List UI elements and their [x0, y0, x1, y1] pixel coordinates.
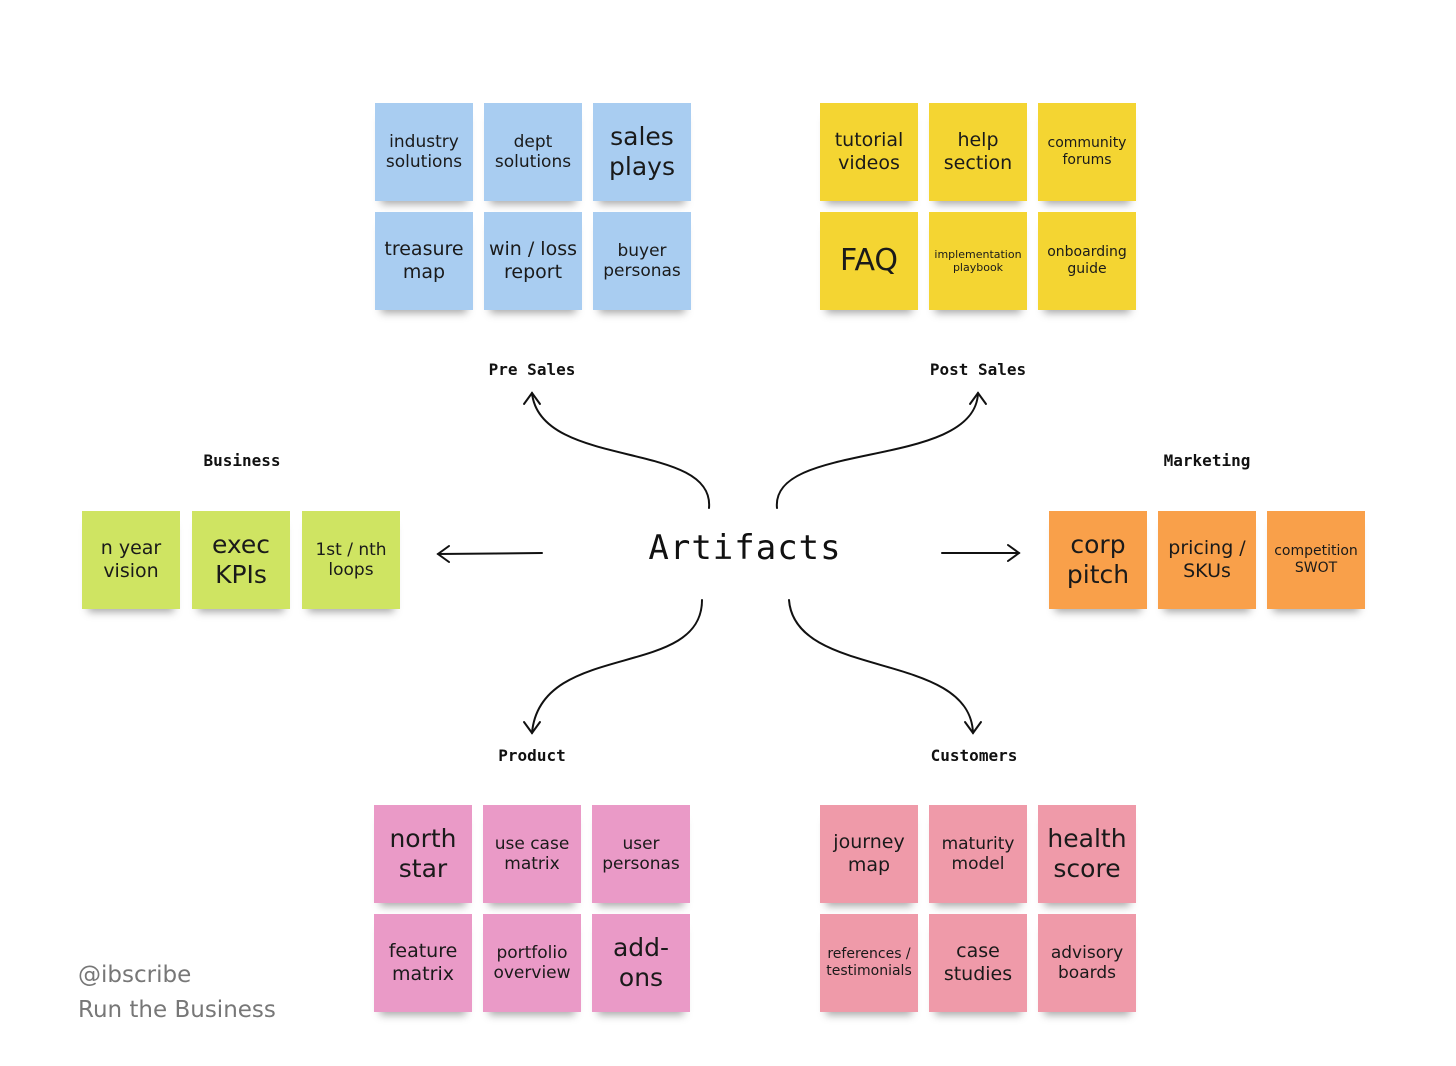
sticky-note: portfolio overview	[483, 914, 581, 1012]
label-product: Product	[498, 746, 566, 765]
arrowhead-business	[436, 545, 450, 563]
arrow-to-customers	[788, 599, 974, 734]
label-pre-sales: Pre Sales	[488, 360, 576, 379]
sticky-note: competition SWOT	[1267, 511, 1365, 609]
sticky-note: case studies	[929, 914, 1027, 1012]
arrow-to-pre-sales	[531, 392, 711, 509]
sticky-note: corp pitch	[1049, 511, 1147, 609]
label-business: Business	[203, 451, 281, 470]
sticky-note: community forums	[1038, 103, 1136, 201]
sticky-note: FAQ	[820, 212, 918, 310]
sticky-note: industry solutions	[375, 103, 473, 201]
arrowhead-product	[523, 721, 541, 735]
sticky-note: references / testimonials	[820, 914, 918, 1012]
sticky-note: pricing / SKUs	[1158, 511, 1256, 609]
arrow-to-product	[531, 599, 703, 734]
sticky-note: n year vision	[82, 511, 180, 609]
arrowhead-customers	[964, 721, 982, 735]
sticky-note: treasure map	[375, 212, 473, 310]
center-title: Artifacts	[648, 528, 842, 568]
sticky-note: user personas	[592, 805, 690, 903]
sticky-note: tutorial videos	[820, 103, 918, 201]
sticky-note: 1st / nth loops	[302, 511, 400, 609]
sticky-note: win / loss report	[484, 212, 582, 310]
arrowhead-pre-sales	[523, 391, 541, 405]
sticky-note: use case matrix	[483, 805, 581, 903]
sticky-note: north star	[374, 805, 472, 903]
arrowhead-post-sales	[969, 391, 987, 405]
sticky-note: buyer personas	[593, 212, 691, 310]
sticky-note: implementation playbook	[929, 212, 1027, 310]
sticky-note: help section	[929, 103, 1027, 201]
sticky-note: onboarding guide	[1038, 212, 1136, 310]
sticky-note: feature matrix	[374, 914, 472, 1012]
sticky-note: add-ons	[592, 914, 690, 1012]
sticky-note: dept solutions	[484, 103, 582, 201]
label-marketing: Marketing	[1163, 451, 1251, 470]
sticky-note: exec KPIs	[192, 511, 290, 609]
sticky-note: sales plays	[593, 103, 691, 201]
author-tagline: Run the Business	[78, 997, 276, 1023]
author-handle: @ibscribe	[78, 962, 192, 988]
sticky-note: advisory boards	[1038, 914, 1136, 1012]
arrow-to-business	[437, 552, 543, 555]
label-customers: Customers	[930, 746, 1018, 765]
sticky-note: maturity model	[929, 805, 1027, 903]
sticky-note: journey map	[820, 805, 918, 903]
arrow-to-post-sales	[775, 392, 979, 509]
sticky-note: health score	[1038, 805, 1136, 903]
label-post-sales: Post Sales	[929, 360, 1027, 379]
arrowhead-marketing	[1007, 544, 1021, 562]
